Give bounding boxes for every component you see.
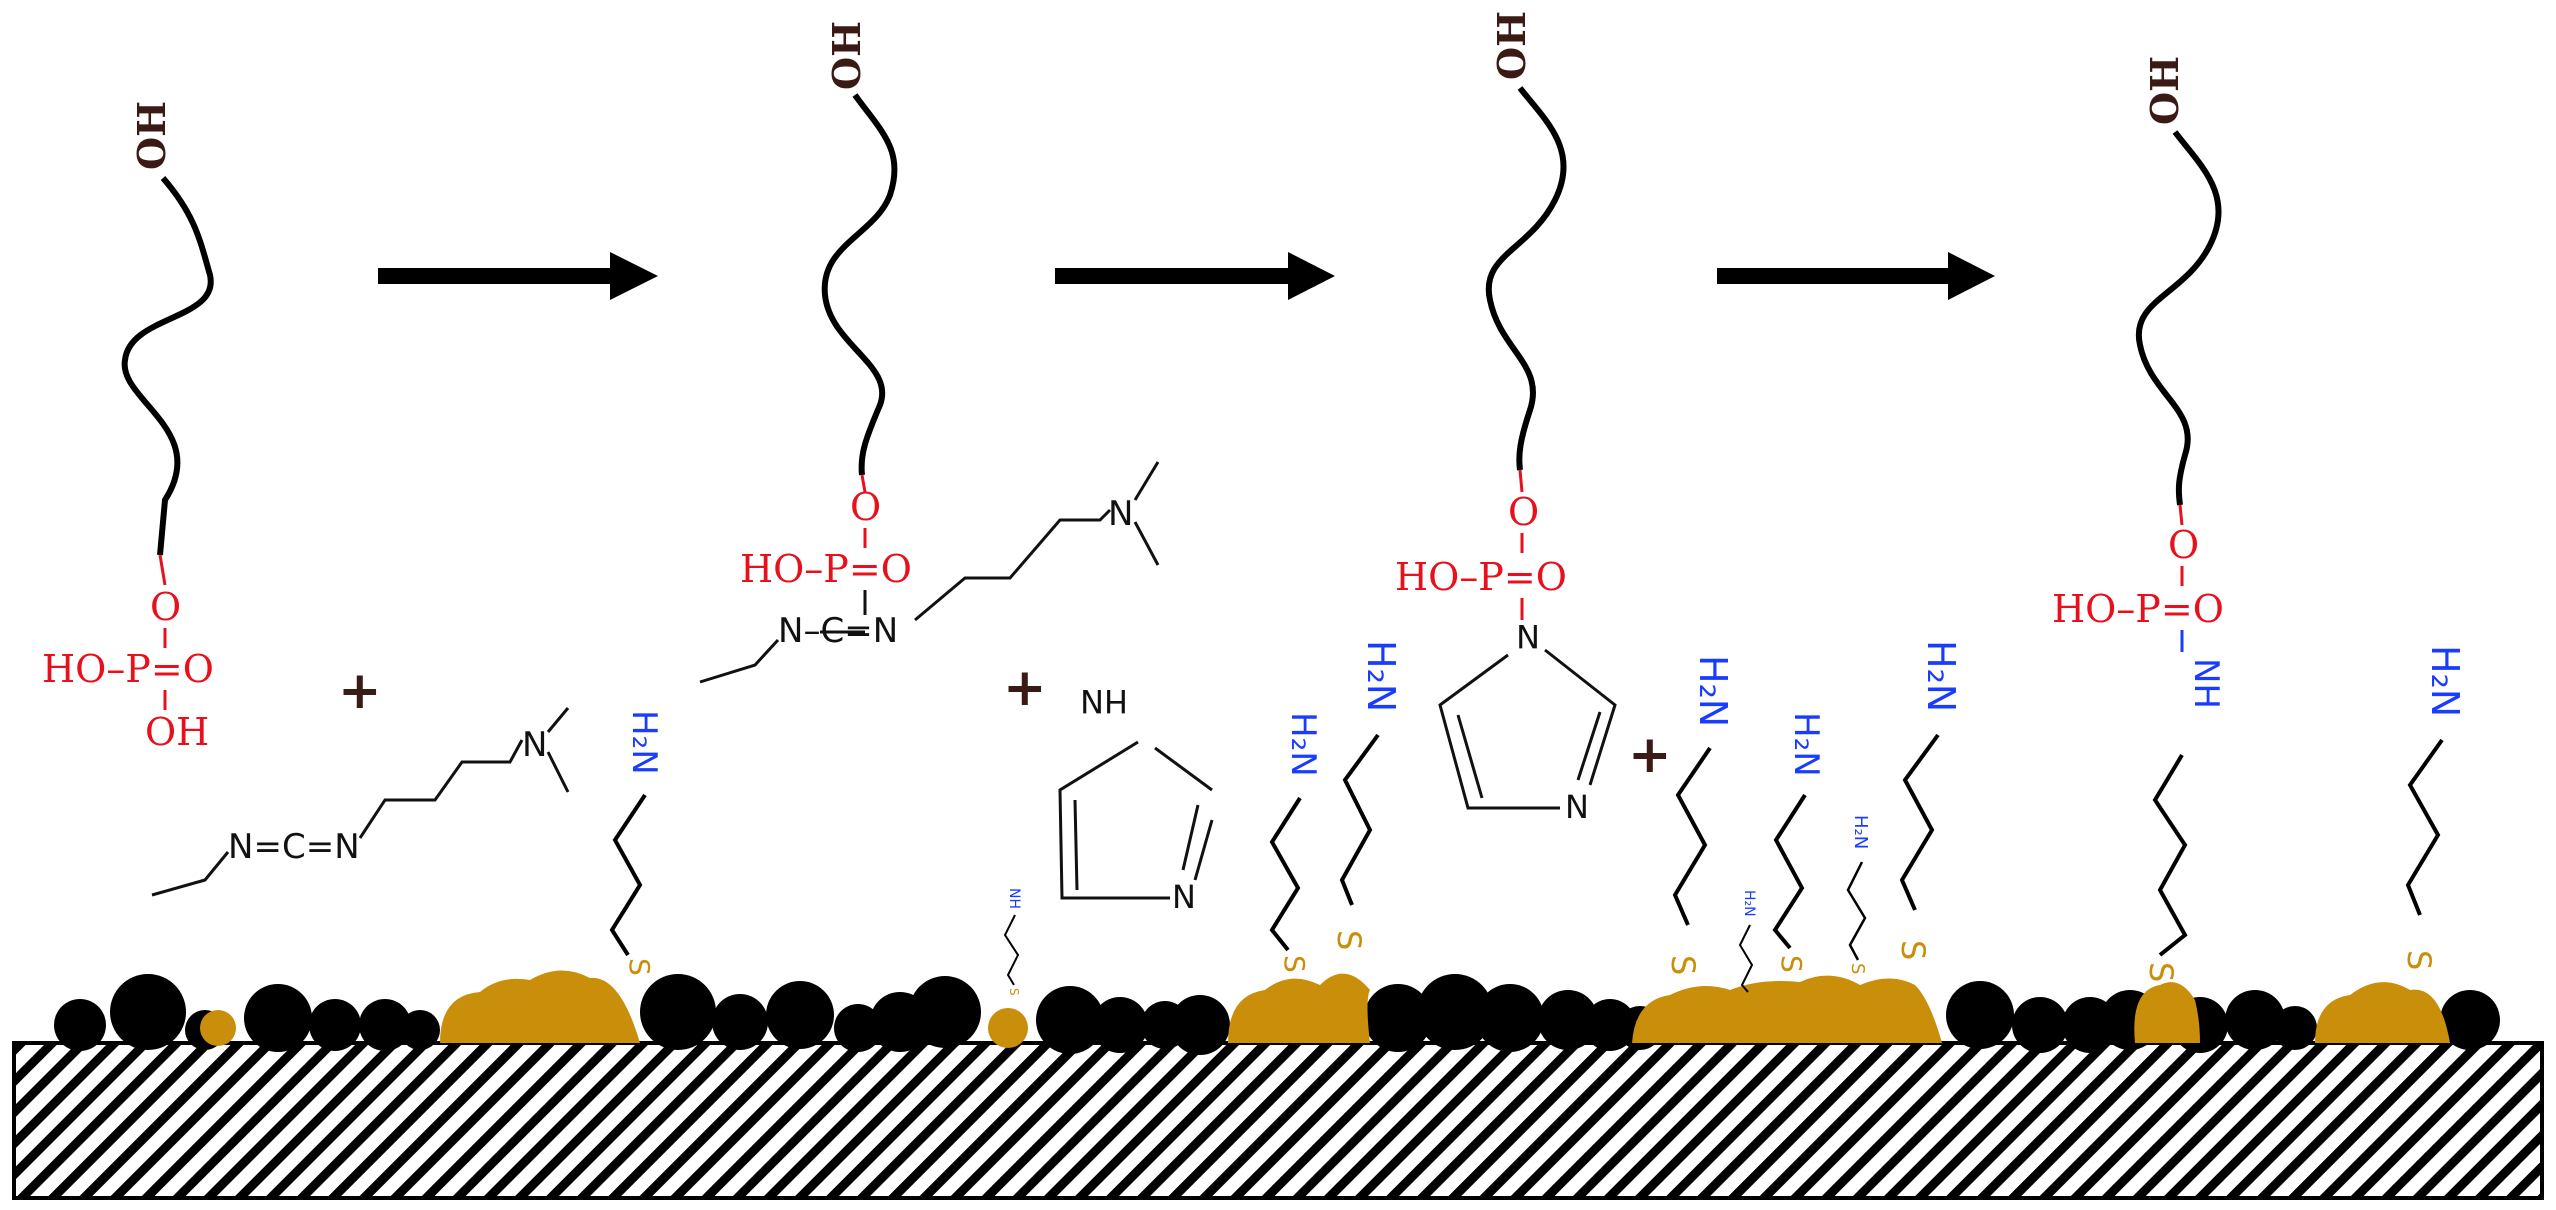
hydroxyl-label-2: OH: [824, 21, 869, 90]
amine-label-3b: H₂N: [1359, 640, 1403, 712]
svg-text:N: N: [522, 725, 547, 765]
amine-label-small-3: H₂N: [1850, 815, 1871, 849]
ester-oxygen-4: O: [2168, 523, 2199, 567]
imidazole-nh-label: HN: [1080, 682, 1128, 720]
phosphate-polymer-1: OH O HO–P=O OH: [42, 101, 214, 754]
cysteamine-linker-5: H₂N S: [2400, 645, 2467, 970]
imidazolide-n2-label: N: [1565, 788, 1589, 826]
phosphate-polymer-2: OH O HO–P=O N–C=N N: [699, 21, 1160, 684]
cysteamine-linker-small-2: H₂N S: [1738, 890, 1757, 1003]
cysteamine-linker-small: NH S: [1003, 888, 1022, 996]
phosphorus-group-label-1: HO–P=O: [42, 647, 214, 691]
svg-text:N=C=N: N=C=N: [228, 827, 360, 867]
substrate-surface: [12, 1041, 2544, 1200]
thiol-label-4c: S: [1894, 940, 1932, 960]
amine-label-4c: H₂N: [1919, 640, 1963, 712]
thiol-label-5: S: [2400, 950, 2438, 970]
ester-oxygen-2: O: [850, 485, 881, 529]
bond-chain-o-1: [158, 554, 167, 586]
edc-labels: N=C=N N: [228, 725, 547, 867]
black-nanoparticles: [54, 974, 2500, 1055]
bond-chain-o-2: [860, 474, 867, 493]
plus-sign-2: +: [1003, 658, 1047, 718]
amine-label-3a: H₂N: [1283, 712, 1323, 777]
thiol-label-4a: S: [1664, 955, 1702, 975]
isourea-label: N–C=N: [778, 611, 898, 651]
imidazolide-n-label: N: [1516, 617, 1540, 655]
amine-label-4a: H₂N: [1691, 655, 1735, 727]
imidazole-n-label: N: [1172, 878, 1196, 916]
amine-label-5: H₂N: [2423, 645, 2467, 717]
thiol-label-4b: S: [1775, 955, 1808, 973]
phosphorus-group-label-2: HO–P=O: [740, 547, 912, 591]
phosphate-polymer-4: OH O HO–P=O NH S: [2052, 56, 2226, 982]
cysteamine-linker: H₂N S: [609, 710, 664, 976]
cysteamine-linker-4c: H₂N S: [1894, 640, 1963, 960]
substrate-hatched-block: [12, 1041, 2544, 1200]
edc-reagent: [151, 707, 570, 897]
phosphate-polymer-3: OH O HO–P=O N N: [1395, 11, 1617, 826]
polymer-chain-4: [2135, 130, 2222, 506]
phosphate-hydroxyl-1: OH: [145, 710, 209, 754]
bond-chain-o-3: [1518, 469, 1524, 493]
dimethylamine-label-2: N: [1108, 494, 1133, 534]
bond-chain-o-4: [2178, 504, 2184, 526]
phosphoramide-nh-label: NH: [2186, 658, 2226, 709]
polymer-chain-3: [1485, 86, 1567, 471]
gold-nanoparticles: [200, 970, 2450, 1048]
cysteamine-chain-4: [2152, 753, 2188, 957]
polymer-chain-2: [821, 93, 898, 476]
cysteamine-linker-small-3: H₂N S: [1846, 815, 1871, 974]
thiol-label: S: [623, 958, 656, 976]
cysteamine-linker-3a: H₂N S: [1269, 712, 1323, 973]
hydroxyl-label-1: OH: [129, 101, 174, 170]
thiol-label-3b: S: [1330, 930, 1368, 950]
thiol-label-small-3: S: [1847, 963, 1868, 974]
polymer-chain-1: [121, 176, 214, 556]
arrow-2: [1055, 252, 1335, 300]
plus-sign-3: +: [1628, 725, 1672, 785]
arrow-1: [378, 252, 658, 300]
imidazole-reagent: HN N: [1058, 682, 1214, 916]
thiol-label-4: S: [2142, 962, 2180, 982]
amine-label-4b: H₂N: [1786, 712, 1826, 777]
plus-sign-1: +: [338, 661, 382, 721]
amine-label-small-2: H₂N: [1741, 890, 1757, 917]
amine-label-small: NH: [1006, 888, 1022, 909]
cysteamine-linker-3b: H₂N S: [1330, 640, 1403, 950]
phosphorus-group-label-3: HO–P=O: [1395, 555, 1567, 599]
thiol-label-small-2: S: [1742, 995, 1756, 1003]
cysteamine-linker-4b: H₂N S: [1772, 712, 1826, 973]
hydroxyl-label-3: OH: [1489, 11, 1534, 80]
ester-oxygen-1: O: [150, 585, 181, 629]
reaction-arrows: [378, 252, 1995, 300]
cysteamine-linker-4a: H₂N S: [1664, 655, 1735, 975]
arrow-3: [1717, 252, 1995, 300]
ester-oxygen-3: O: [1508, 490, 1539, 534]
hydroxyl-label-4: OH: [2142, 56, 2187, 125]
thiol-label-small: S: [1007, 988, 1021, 996]
phosphorus-group-label-4: HO–P=O: [2052, 587, 2224, 631]
thiol-label-3a: S: [1278, 955, 1311, 973]
amine-label: H₂N: [624, 710, 664, 775]
